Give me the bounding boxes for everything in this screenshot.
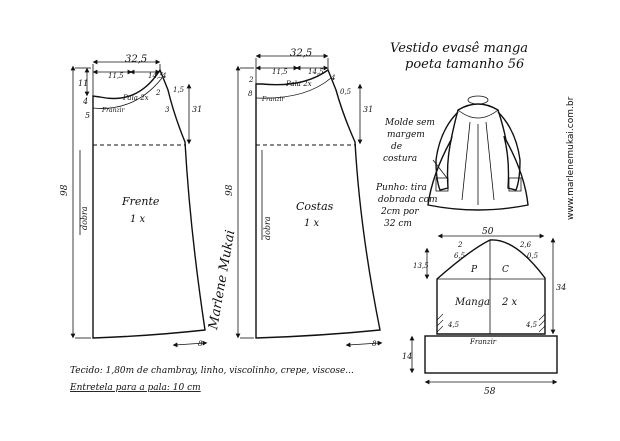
back-shoulder-b: 14,5 (308, 68, 324, 76)
back-length: 98 (225, 184, 235, 196)
front-value-2: 2 (155, 89, 161, 97)
back-gather-label: Franzir (261, 96, 286, 103)
back-value-2: 2 (248, 76, 254, 84)
front-neck-drop: 11 (78, 79, 88, 88)
note-no-seam-3: de (391, 142, 402, 152)
sleeve-piece-count: 2 x (501, 297, 518, 308)
front-fold-label: dobra (80, 206, 89, 230)
title-line-1: Vestido evasê manga (390, 41, 528, 56)
front-shoulder-a: 11,5 (108, 72, 124, 80)
note-pointer-arrow (432, 159, 448, 179)
sleeve-side-left: 4,5 (447, 321, 460, 329)
back-yoke-label: Pala 2x (285, 80, 312, 88)
note-cuff-4: 32 cm (384, 219, 412, 229)
back-value-4: 4 (330, 74, 335, 82)
cuff-outline (424, 335, 558, 374)
sleeve-side-right: 4,5 (525, 321, 538, 329)
back-shoulder-a: 11,5 (272, 68, 288, 76)
back-pattern-piece (235, 53, 383, 348)
sleeve-outline (436, 239, 546, 335)
sleeve-cap-0-5: 0,5 (527, 252, 539, 260)
sleeve-length: 34 (556, 283, 566, 292)
cuff-height: 14 (402, 352, 412, 361)
sleeve-cap-2: 2 (457, 241, 463, 249)
front-hem-allow: 8 (198, 340, 203, 348)
front-yoke-line (92, 77, 163, 109)
front-value-5: 5 (85, 111, 90, 120)
website-url: www.marlenemukai.com.br (566, 96, 576, 220)
front-outline (92, 68, 206, 339)
front-value-4: 4 (82, 97, 88, 106)
sleeve-front-mark: P (470, 265, 478, 275)
front-value-1-5: 1,5 (173, 86, 185, 94)
back-piece-name: Costas (296, 200, 334, 213)
sleeve-cap-6-5: 6,5 (454, 252, 466, 260)
note-cuff-2: dobrada com (378, 195, 438, 205)
back-fold-label: dobra (263, 216, 272, 240)
back-armhole-depth: 31 (363, 105, 373, 114)
front-pattern-piece (70, 59, 208, 348)
note-no-seam-4: costura (383, 154, 417, 164)
sleeve-cap-2-6: 2,6 (519, 241, 532, 249)
back-value-8: 8 (248, 90, 253, 98)
front-piece-count: 1 x (130, 214, 146, 225)
front-piece-name: Frente (121, 195, 160, 208)
back-hem-allow: 8 (372, 340, 377, 348)
front-shoulder-b: 14,5 (148, 72, 164, 80)
back-yoke-line (255, 77, 332, 99)
back-outline (255, 68, 381, 339)
signature-text: Marlene Mukai (206, 229, 238, 332)
front-yoke-label: Pala 2x (122, 94, 149, 102)
note-cuff-3: 2cm por (380, 207, 419, 217)
note-no-seam-2: margem (387, 130, 425, 140)
sleeve-pattern-piece (409, 233, 558, 385)
back-piece-count: 1 x (304, 218, 320, 229)
note-cuff-1: Punho: tira (375, 183, 427, 193)
interfacing-note: Entretela para a pala: 10 cm (69, 383, 201, 393)
fabric-note: Tecido: 1,80m de chambray, linho, viscol… (70, 366, 354, 376)
sleeve-top-width: 50 (482, 227, 494, 237)
front-armhole-depth: 31 (192, 105, 202, 114)
sleeve-cap-height: 13,5 (413, 262, 429, 270)
front-value-3: 3 (165, 106, 170, 114)
cuff-width: 58 (484, 387, 496, 397)
front-gather-label: Franzir (101, 107, 126, 114)
sleeve-gather-label: Franzir (469, 338, 497, 346)
front-length: 98 (60, 184, 70, 196)
title-line-2: poeta tamanho 56 (405, 57, 524, 72)
back-value-0-5: 0,5 (340, 88, 352, 96)
designer-signature: Marlene Mukai (206, 229, 238, 332)
dress-sketch-illustration (427, 95, 529, 211)
note-no-seam-1: Molde sem (384, 118, 435, 128)
back-top-width: 32,5 (290, 48, 312, 59)
front-value-4b: 4 (161, 72, 166, 80)
sleeve-back-mark: C (502, 265, 509, 275)
front-top-width: 32,5 (125, 54, 147, 65)
sleeve-piece-name: Manga (454, 297, 490, 308)
